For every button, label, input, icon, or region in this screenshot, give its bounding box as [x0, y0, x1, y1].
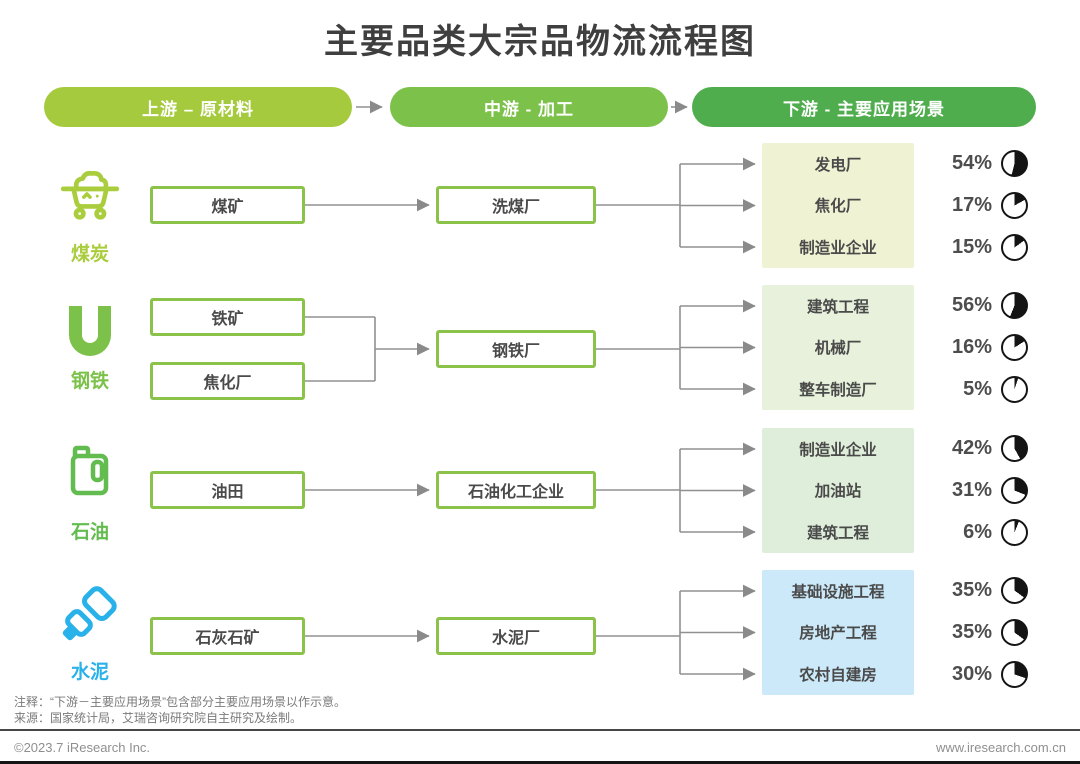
stage-pill-upstream: 上游 – 原材料 [44, 87, 352, 127]
node-label: 石灰石矿 [195, 630, 260, 647]
node-label: 焦化厂 [203, 375, 252, 392]
stats-coal: 54% 17% 15% [924, 143, 1028, 268]
upstream-box-coal-mine: 煤矿 [150, 186, 305, 224]
pie-icon [1001, 375, 1028, 403]
stats-cement: 35% 35% 30% [924, 570, 1028, 695]
percentage: 17% [951, 193, 992, 216]
node-label: 煤矿 [211, 199, 244, 216]
stage-pill-midstream: 中游 - 加工 [390, 87, 668, 127]
midstream-box-steel-plant: 钢铁厂 [436, 330, 596, 368]
percentage: 6% [963, 520, 992, 543]
downstream-item: 焦化厂 [814, 198, 862, 216]
percentage: 16% [951, 335, 992, 358]
percentage: 42% [951, 437, 992, 460]
stat-row: 56% [924, 292, 1028, 320]
page-title: 主要品类大宗品物流流程图 [324, 23, 756, 61]
pie-icon [1001, 233, 1028, 261]
node-label: 石油化工企业 [467, 484, 564, 501]
node-label: 洗煤厂 [491, 199, 540, 216]
node-label: 油田 [211, 484, 244, 501]
category-label: 石油 [70, 522, 109, 543]
downstream-item: 发电厂 [814, 156, 862, 174]
midstream-box-petrochemical: 石油化工企业 [436, 471, 596, 509]
note-line: 注释：“下游－主要应用场景”包含部分主要应用场景以作示意。 [14, 695, 346, 709]
category-label: 水泥 [70, 662, 109, 683]
downstream-panel-cement: 基础设施工程 房地产工程 农村自建房 [762, 570, 914, 695]
percentage: 35% [951, 579, 992, 602]
downstream-item: 建筑工程 [806, 298, 869, 316]
pie-icon [1001, 618, 1028, 646]
upstream-box-limestone: 石灰石矿 [150, 617, 305, 655]
pie-icon [1001, 476, 1028, 504]
stats-oil: 42% 31% 6% [924, 428, 1028, 553]
pie-icon [1001, 333, 1028, 361]
u-steel-icon [69, 300, 111, 356]
downstream-item: 整车制造厂 [799, 382, 877, 400]
downstream-item: 建筑工程 [806, 525, 869, 543]
downstream-item: 制造业企业 [799, 441, 877, 459]
category-steel: 钢铁 [48, 300, 132, 393]
node-label: 铁矿 [211, 311, 244, 328]
category-oil: 石油 [48, 440, 132, 544]
stat-row: 35% [924, 577, 1028, 605]
pie-icon [1001, 660, 1028, 688]
upstream-box-iron-ore: 铁矿 [150, 298, 305, 336]
percentage: 5% [963, 377, 992, 400]
midstream-box-cement-plant: 水泥厂 [436, 617, 596, 655]
stats-steel: 56% 16% 5% [924, 285, 1028, 410]
percentage: 54% [951, 152, 992, 175]
percentage: 31% [951, 478, 992, 501]
bottom-bar [0, 761, 1080, 764]
footnotes: 注释：“下游－主要应用场景”包含部分主要应用场景以作示意。 来源：国家统计局，艾… [14, 694, 346, 726]
upstream-box-coking-plant: 焦化厂 [150, 362, 305, 400]
stat-row: 17% [924, 191, 1028, 219]
category-cement: 水泥 [48, 582, 132, 684]
stat-row: 16% [924, 333, 1028, 361]
stat-row: 54% [924, 150, 1028, 178]
stage-pill-downstream: 下游 - 主要应用场景 [692, 87, 1036, 127]
stat-row: 42% [924, 435, 1028, 463]
note-line: 来源：国家统计局，艾瑞咨询研究院自主研究及绘制。 [14, 711, 303, 725]
downstream-item: 加油站 [814, 483, 862, 501]
cement-blocks-icon [58, 582, 122, 647]
stat-row: 31% [924, 476, 1028, 504]
stat-row: 15% [924, 233, 1028, 261]
downstream-panel-steel: 建筑工程 机械厂 整车制造厂 [762, 285, 914, 410]
percentage: 30% [951, 662, 992, 685]
percentage: 56% [951, 294, 992, 317]
stat-row: 6% [924, 518, 1028, 546]
downstream-item: 房地产工程 [799, 625, 877, 643]
stat-row: 35% [924, 618, 1028, 646]
node-label: 钢铁厂 [491, 343, 540, 360]
pie-icon [1001, 150, 1028, 178]
copyright-text: ©2023.7 iResearch Inc. [14, 740, 151, 755]
upstream-box-oil-field: 油田 [150, 471, 305, 509]
footer-divider [0, 729, 1080, 731]
stat-row: 30% [924, 660, 1028, 688]
pie-icon [1001, 577, 1028, 605]
downstream-item: 制造业企业 [799, 240, 877, 258]
oil-can-icon [58, 440, 122, 507]
category-label: 钢铁 [70, 371, 109, 392]
percentage: 35% [951, 620, 992, 643]
node-label: 水泥厂 [491, 630, 540, 647]
downstream-item: 基础设施工程 [791, 583, 885, 601]
midstream-box-coal-washing: 洗煤厂 [436, 186, 596, 224]
downstream-panel-oil: 制造业企业 加油站 建筑工程 [762, 428, 914, 553]
stat-row: 5% [924, 375, 1028, 403]
category-coal: 煤炭 [48, 162, 132, 266]
downstream-item: 机械厂 [814, 340, 862, 358]
website-url: www.iresearch.com.cn [935, 740, 1066, 755]
coal-cart-icon [57, 162, 123, 229]
category-label: 煤炭 [70, 244, 109, 265]
pie-icon [1001, 191, 1028, 219]
percentage: 15% [951, 235, 992, 258]
downstream-item: 农村自建房 [799, 667, 877, 685]
pie-icon [1001, 435, 1028, 463]
downstream-panel-coal: 发电厂 焦化厂 制造业企业 [762, 143, 914, 268]
pie-icon [1001, 518, 1028, 546]
pie-icon [1001, 292, 1028, 320]
